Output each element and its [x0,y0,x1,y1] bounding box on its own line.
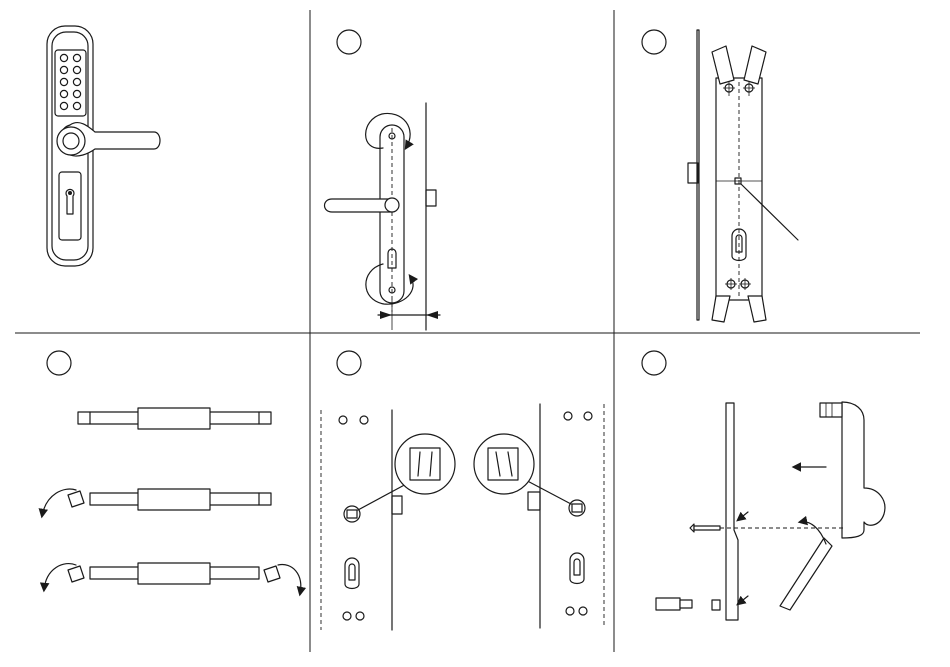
panel-spindle [42,351,301,594]
template-tab-bottom-right [748,296,766,322]
spindle-cut-one-end [42,489,271,516]
template-rose [385,198,399,212]
lever-rose [57,127,85,155]
dimension-arrow-left [380,311,392,319]
left-zoom-circle [395,434,455,494]
left-cylinder-hole [345,558,359,589]
spindle-cut-piece-left-2 [68,566,84,582]
bottom-bolt-tip [680,600,692,608]
spindle-full [78,408,271,429]
spindle-cut-both-ends [44,563,301,594]
template-tab-top-left [712,46,734,84]
panel-template-door [642,30,798,322]
door-section [726,403,738,620]
bottom-bolt-body [656,598,680,610]
allen-key [780,538,832,610]
spindle-cut-piece-right [264,566,280,582]
screw-pointer [738,512,748,520]
dimension-arrow-right [426,311,438,319]
step-marker-5 [337,351,361,375]
spindle-cut-piece-left [68,491,84,507]
bottom-bolt-slot [712,600,720,610]
right-latch [528,492,540,510]
keyhole-dot [68,191,72,195]
template-tab-top-right [744,46,766,84]
step-marker-6 [642,351,666,375]
right-cylinder-hole [570,553,584,584]
step-marker-4 [47,351,71,375]
left-latch [392,496,402,514]
panel-handle-keypad [47,26,160,266]
panel-grid [15,10,920,652]
step-marker-2 [337,30,361,54]
spindle-center-3 [138,563,210,584]
outer-handle-side [842,402,885,538]
outer-handle-spindle [820,403,842,417]
step-marker-3 [642,30,666,54]
screw-shaft [694,526,720,530]
remove-arrow-right [278,565,301,594]
template-tab-bottom-left [712,296,730,322]
latch-bolt [426,190,436,206]
panel-assembly [642,351,885,620]
spindle-center-1 [138,408,210,429]
panel-template-rotation [325,30,441,330]
spindle-center-2 [138,489,210,510]
right-zoom-circle [474,434,534,494]
panel-cylinder-cam [321,351,604,630]
bolt-pointer [738,596,748,604]
